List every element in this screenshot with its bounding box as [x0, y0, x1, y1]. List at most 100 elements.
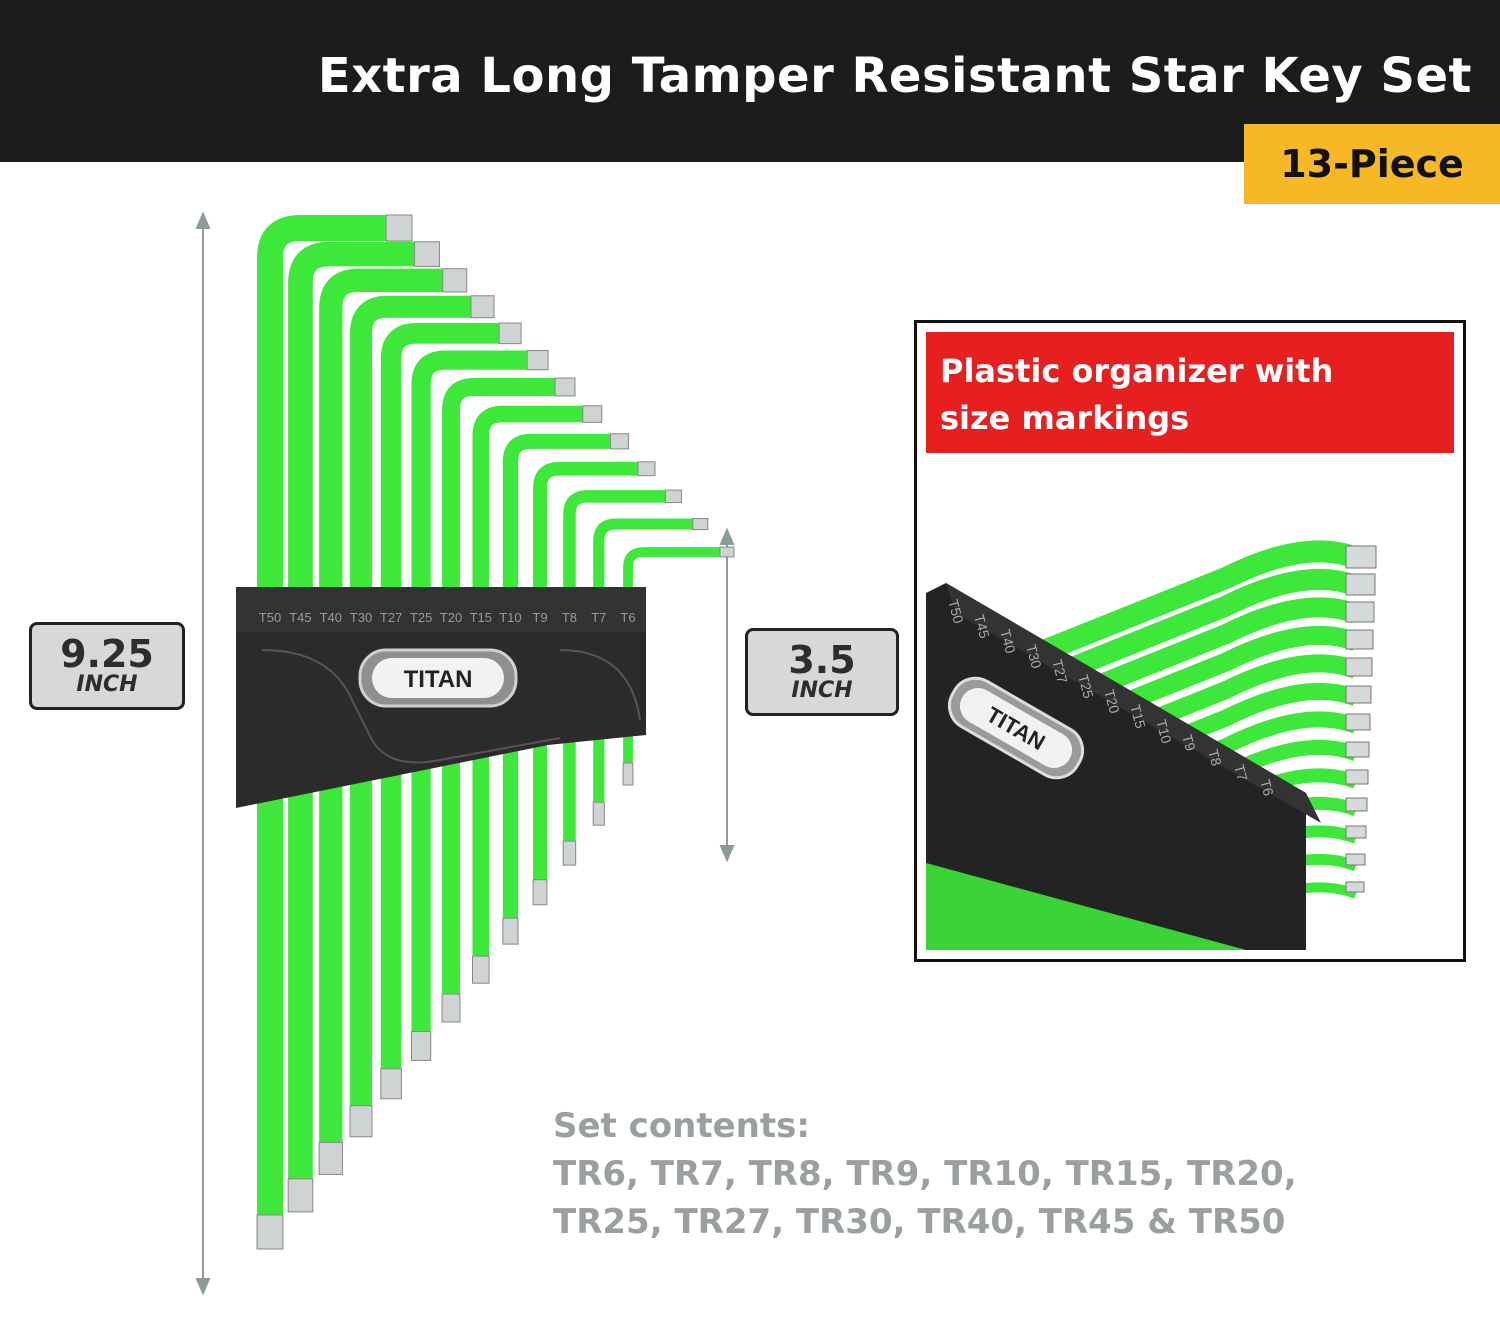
inset-key-tip-T7	[1345, 853, 1366, 866]
key-tip-long-T7	[592, 801, 605, 826]
size-marking: T9	[532, 610, 547, 625]
inset-key-tip-T25	[1345, 685, 1372, 704]
inset-key-tip-T8	[1345, 825, 1367, 839]
size-marking: T15	[470, 610, 492, 625]
inset-key-tip-T27	[1345, 657, 1373, 677]
long-dimension-line	[195, 211, 211, 1296]
hex-key-T45	[288, 241, 419, 1179]
hex-key-T40	[319, 268, 447, 1143]
inset-size-marking: T6	[1257, 778, 1277, 798]
size-marking: T6	[620, 610, 635, 625]
inset-size-marking: T40	[997, 628, 1019, 656]
inset-size-marking: T20	[1101, 688, 1123, 716]
key-tip-long-T20	[441, 993, 461, 1023]
length-unit: INCH	[76, 671, 138, 697]
length-label-9-25: 9.25 INCH	[29, 622, 185, 710]
inset-key-tip-T30	[1345, 629, 1374, 650]
key-tip-long-T10	[502, 917, 519, 945]
set-contents-heading: Set contents:	[553, 1106, 810, 1146]
inset-size-marking: T30	[1023, 643, 1045, 671]
inset-size-marking: T9	[1179, 733, 1199, 753]
hex-key-T6	[623, 547, 724, 763]
length-value: 9.25	[60, 631, 154, 676]
key-tip-long-T6	[622, 762, 634, 786]
inset-size-marking: T10	[1153, 718, 1175, 746]
inset-size-marking: T27	[1049, 658, 1071, 686]
size-marking: T20	[440, 610, 462, 625]
product-title: Extra Long Tamper Resistant Star Key Set	[317, 48, 1472, 104]
key-tip-short-T45	[413, 241, 440, 267]
hex-key-T10	[502, 433, 615, 919]
piece-count-badge: 13-Piece	[1244, 124, 1500, 204]
hex-key-T25	[411, 350, 532, 1032]
inset-size-marking: T7	[1231, 763, 1251, 783]
key-tip-short-T25	[526, 349, 549, 371]
inset-key-tip-T20	[1345, 713, 1371, 731]
inset-key-tip-T9	[1345, 797, 1368, 812]
short-dimension-line	[719, 527, 735, 863]
key-tip-long-T8	[562, 840, 577, 866]
inset-key-T27	[926, 654, 1360, 819]
callout-text: Plastic organizer with size markings	[940, 348, 1440, 442]
key-tip-short-T6	[719, 546, 735, 558]
key-tip-short-T10	[609, 433, 629, 450]
key-tip-short-T30	[470, 295, 495, 319]
inset-key-T30	[926, 625, 1360, 791]
hex-key-T7	[593, 518, 697, 803]
set-contents: Set contents: TR6, TR7, TR8, TR9, TR10, …	[553, 1102, 1297, 1246]
key-tip-short-T50	[385, 214, 413, 242]
set-contents-line-1: TR6, TR7, TR8, TR9, TR10, TR15, TR20,	[553, 1154, 1297, 1194]
size-marking: T10	[499, 610, 521, 625]
inset-key-tip-T15	[1345, 741, 1370, 758]
key-tip-long-T15	[472, 955, 490, 984]
key-tip-short-T27	[498, 322, 522, 345]
inset-size-marking: T15	[1127, 703, 1149, 731]
callout-header: Plastic organizer with size markings	[926, 332, 1454, 453]
organizer-callout: Plastic organizer with size markings TIT…	[914, 320, 1466, 962]
inset-size-marking: T45	[971, 613, 993, 641]
inset-organizer	[926, 583, 1306, 950]
hex-key-T30	[350, 295, 475, 1106]
key-tip-long-T40	[318, 1141, 343, 1175]
key-tip-long-T9	[532, 879, 548, 906]
size-marking: T25	[410, 610, 432, 625]
set-contents-line-2: TR25, TR27, TR30, TR40, TR45 & TR50	[553, 1202, 1286, 1242]
size-marking: T27	[380, 610, 402, 625]
inset-key-T50	[926, 540, 1361, 709]
inset-key-T40	[926, 597, 1360, 764]
size-marking: T40	[320, 610, 342, 625]
size-marking: T50	[259, 610, 281, 625]
key-tip-short-T8	[664, 489, 682, 504]
inset-size-marking: T50	[945, 598, 967, 626]
inset-key-tip-T6	[1345, 881, 1365, 893]
hex-key-T15	[472, 405, 587, 957]
organizer-brand: TITAN	[404, 666, 473, 693]
size-marking: T30	[350, 610, 372, 625]
size-marking: T45	[289, 610, 311, 625]
size-marking: T8	[562, 610, 577, 625]
inset-key-tip-T40	[1345, 601, 1375, 623]
key-tip-long-T30	[349, 1105, 373, 1138]
key-tip-long-T45	[287, 1178, 314, 1213]
key-tip-short-T20	[554, 377, 576, 397]
key-tip-short-T7	[692, 518, 709, 531]
hex-key-T8	[563, 490, 670, 842]
inset-size-marking: T8	[1205, 748, 1225, 768]
key-tip-long-T27	[380, 1068, 402, 1100]
inset-logo-plate: TITAN	[947, 676, 1085, 780]
key-tip-short-T15	[582, 405, 603, 423]
inset-size-marking: T25	[1075, 673, 1097, 701]
inset-key-T20	[926, 711, 1359, 874]
inset-key-T25	[926, 682, 1360, 846]
length-value: 3.5	[788, 637, 856, 682]
key-tip-long-T25	[410, 1031, 432, 1062]
length-unit: INCH	[791, 677, 853, 703]
hex-key-T50	[257, 215, 390, 1215]
inset-key-tip-T10	[1345, 769, 1369, 785]
hex-key-T27	[380, 323, 504, 1069]
callout-line-1: Plastic organizer with	[940, 352, 1334, 390]
